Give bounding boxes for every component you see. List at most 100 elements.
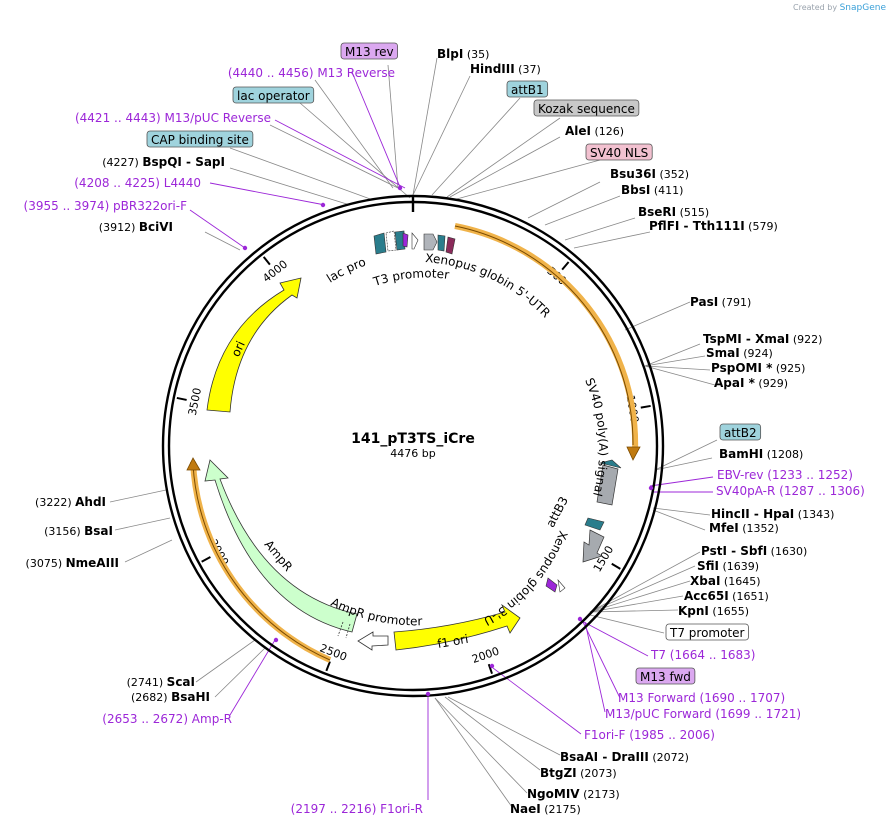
enzyme-label: NaeI (2175) [510, 802, 581, 816]
enzyme-label: PstI - SbfI (1630) [701, 544, 807, 558]
feature-box-label: attB1 [511, 83, 544, 97]
feature-sv40-polya [596, 464, 619, 506]
enzyme-name: NmeAIII [66, 556, 119, 570]
feature-box-label: SV40 NLS [590, 146, 648, 160]
feature-box [635, 667, 696, 685]
feature-box [506, 80, 549, 98]
cds-arrow-left [186, 457, 201, 471]
enzyme-label: BsaAI - DraIII (2072) [560, 750, 689, 764]
tick-label: 2500 [318, 642, 349, 664]
enzyme-position: (1630) [767, 545, 807, 558]
enzyme-name: Bsu36I [610, 167, 656, 181]
feature-box-label: lac operator [237, 89, 310, 103]
tick-mark [561, 261, 570, 271]
enzyme-label: HindIII (37) [470, 62, 541, 76]
feature-box [533, 99, 640, 117]
enzyme-position: (1645) [720, 575, 760, 588]
enzyme-name: BsaHI [171, 690, 210, 704]
feature-box-label: CAP binding site [151, 133, 249, 147]
enzyme-label: TspMI - XmaI (922) [703, 332, 822, 346]
primer-label: F1ori-F (1985 .. 2006) [584, 728, 715, 742]
enzyme-label: (2741) ScaI [127, 675, 195, 689]
features [204, 230, 622, 651]
primer-label: M13/pUC Forward (1699 .. 1721) [605, 707, 801, 721]
enzyme-position: (1651) [729, 590, 769, 603]
tick-mark [176, 396, 187, 401]
enzyme-name: KpnI [678, 604, 709, 618]
feature-attb2 [599, 459, 622, 469]
feature-box [585, 143, 653, 161]
enzyme-label: Acc65I (1651) [684, 589, 769, 603]
primer-label: EBV-rev (1233 .. 1252) [717, 468, 853, 482]
primer-label: SV40pA-R (1287 .. 1306) [716, 484, 865, 498]
primer-label: (4440 .. 4456) M13 Reverse [228, 66, 395, 80]
feature-box-label: M13 rev [345, 45, 394, 59]
enzyme-name: MfeI [709, 521, 739, 535]
cds-arrow-right [626, 446, 641, 461]
primer-site-mark [425, 691, 431, 697]
primer-site-mark [320, 202, 326, 208]
enzyme-name: BtgZI [540, 766, 577, 780]
feature-m13rev [402, 232, 409, 248]
enzyme-name: BlpI [437, 47, 463, 61]
feature-box [232, 86, 315, 104]
enzyme-name: BsaAI - DraIII [560, 750, 649, 764]
enzyme-position: (3912) [99, 221, 139, 234]
snapgene-logo-text: SnapGene [839, 3, 886, 13]
enzyme-label: (3075) NmeAIII [26, 556, 119, 570]
feature-sv40-nls [445, 236, 456, 255]
credit-prefix: Created by [793, 3, 838, 12]
primer-site-mark [273, 637, 279, 643]
feature-attb1 [437, 234, 446, 252]
enzyme-label: (2682) BsaHI [131, 690, 210, 704]
enzyme-name: TspMI - XmaI [703, 332, 789, 346]
tick-mark [611, 562, 621, 570]
feature-box [665, 623, 749, 641]
enzyme-label: AleI (126) [565, 124, 624, 138]
label-ori: ori [229, 339, 248, 359]
enzyme-position: (352) [656, 168, 689, 181]
snapgene-credit: Created by SnapGene [793, 3, 886, 13]
enzyme-position: (2072) [649, 751, 689, 764]
feature-box [719, 423, 762, 441]
feature-cap-site [373, 232, 387, 255]
enzyme-position: (4227) [102, 156, 142, 169]
enzyme-label: (3222) AhdI [35, 495, 106, 509]
enzyme-position: (2682) [131, 691, 171, 704]
tick-mark [640, 404, 651, 409]
enzyme-name: BamHI [719, 447, 763, 461]
primer-label: (4421 .. 4443) M13/pUC Reverse [75, 111, 271, 125]
enzyme-label: BlpI (35) [437, 47, 489, 61]
enzyme-name: AleI [565, 124, 591, 138]
enzyme-position: (2741) [127, 676, 167, 689]
primer-site-mark [242, 245, 248, 251]
enzyme-position: (35) [463, 48, 489, 61]
primer-label: M13 Forward (1690 .. 1707) [618, 691, 785, 705]
enzyme-position: (3156) [44, 525, 84, 538]
enzyme-name: NgoMIV [527, 787, 580, 801]
feature-box-label: M13 fwd [640, 670, 691, 684]
label-f1-ori: f1 ori [436, 632, 469, 651]
enzyme-position: (922) [789, 333, 822, 346]
enzyme-label: (4227) BspQI - SapI [102, 155, 225, 169]
enzyme-label: BbsI (411) [621, 183, 683, 197]
enzyme-position: (579) [745, 220, 778, 233]
primer-label: T7 (1664 .. 1683) [650, 648, 755, 662]
enzyme-label: MfeI (1352) [709, 521, 779, 535]
feature-ampr-cut [337, 621, 351, 639]
enzyme-label: PspOMI * (925) [711, 361, 805, 375]
feature-box-label: Kozak sequence [538, 102, 635, 116]
feature-ampr [204, 459, 358, 633]
feature-ori [206, 277, 302, 413]
cds-highlight-inner [192, 225, 634, 661]
enzyme-label: KpnI (1655) [678, 604, 749, 618]
enzyme-name: BsaI [84, 524, 113, 538]
enzyme-name: BbsI [621, 183, 650, 197]
feature-box-label: attB2 [724, 426, 757, 440]
primer-label: (2197 .. 2216) F1ori-R [291, 802, 423, 816]
enzyme-position: (924) [740, 347, 773, 360]
enzyme-name: HincII - HpaI [711, 507, 794, 521]
enzyme-name: BseRI [638, 205, 676, 219]
enzyme-label: BamHI (1208) [719, 447, 803, 461]
plasmid-name: 141_pT3TS_iCre [351, 431, 475, 447]
